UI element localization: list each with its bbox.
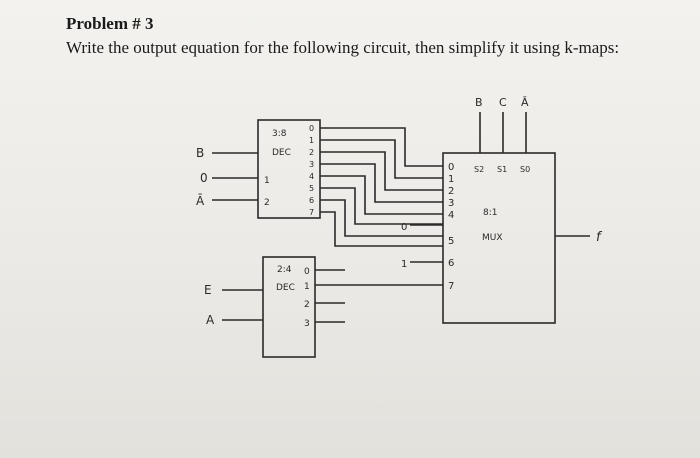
decoder-2-out-1: 1 (304, 282, 310, 292)
decoder-2-label-type: DEC (276, 283, 295, 293)
wire-dec1-out5 (320, 187, 443, 225)
mux-select-label-b: B (475, 96, 483, 109)
problem-instruction: Write the output equation for the follow… (66, 38, 620, 57)
const-input-zero: 0 (401, 222, 407, 233)
decoder-2-label-size: 2:4 (277, 265, 292, 275)
decoder-1-out-6: 6 (309, 196, 314, 205)
mux-data-pin-5: 5 (448, 236, 454, 247)
wire-dec1-out1 (320, 139, 443, 179)
const-input-one: 1 (401, 259, 407, 270)
mux-data-pin-2: 2 (448, 186, 454, 197)
decoder-1-label-size: 3:8 (272, 129, 287, 139)
decoder-3-8-box (257, 119, 321, 219)
mux-select-pin-s1: S1 (497, 165, 507, 174)
mux-data-pin-1: 1 (448, 174, 454, 185)
decoder-1-out-0: 0 (309, 124, 314, 133)
mux-data-pin-0: 0 (448, 162, 454, 173)
wire-dec1-out7 (320, 211, 443, 247)
input-label-e: E (204, 283, 212, 297)
mux-8-1-box (442, 152, 556, 324)
wire-dec1-out6 (320, 199, 443, 237)
decoder-1-input-pin-2: 2 (264, 198, 270, 208)
mux-data-pin-7: 7 (448, 281, 454, 292)
decoder-1-label-type: DEC (272, 148, 291, 158)
wire-dec1-out3 (320, 163, 443, 203)
input-label-zero: 0 (200, 171, 208, 185)
wire-dec1-out0 (320, 127, 443, 167)
decoder-2-out-0: 0 (304, 267, 310, 277)
wire-dec1-out4 (320, 175, 443, 215)
mux-select-label-a-bar: Ā (521, 96, 529, 109)
mux-select-pin-s0: S0 (520, 165, 530, 174)
problem-heading: Problem # 3 (66, 14, 154, 33)
mux-select-pin-s2: S2 (474, 165, 484, 174)
mux-label-type: MUX (482, 233, 503, 243)
mux-data-pin-4: 4 (448, 210, 454, 221)
decoder-2-4-box (262, 256, 316, 358)
input-label-a-bar: Ā (196, 194, 205, 208)
decoder-1-out-4: 4 (309, 172, 314, 181)
decoder-2-out-3: 3 (304, 319, 310, 329)
mux-data-pin-6: 6 (448, 258, 454, 269)
decoder-1-out-5: 5 (309, 184, 314, 193)
decoder-2-out-2: 2 (304, 300, 310, 310)
wire-dec1-out2 (320, 151, 443, 191)
decoder-1-out-7: 7 (309, 208, 314, 217)
mux-data-pin-3: 3 (448, 198, 454, 209)
mux-label-size: 8:1 (483, 208, 497, 218)
decoder-1-out-1: 1 (309, 136, 314, 145)
decoder-1-out-3: 3 (309, 160, 314, 169)
mux-select-label-c: C (499, 96, 507, 109)
decoder-1-input-pin-1: 1 (264, 176, 270, 186)
input-label-a: A (206, 313, 215, 327)
decoder-1-out-2: 2 (309, 148, 314, 157)
input-label-b: B (196, 146, 204, 160)
output-label-f: f (596, 230, 603, 245)
